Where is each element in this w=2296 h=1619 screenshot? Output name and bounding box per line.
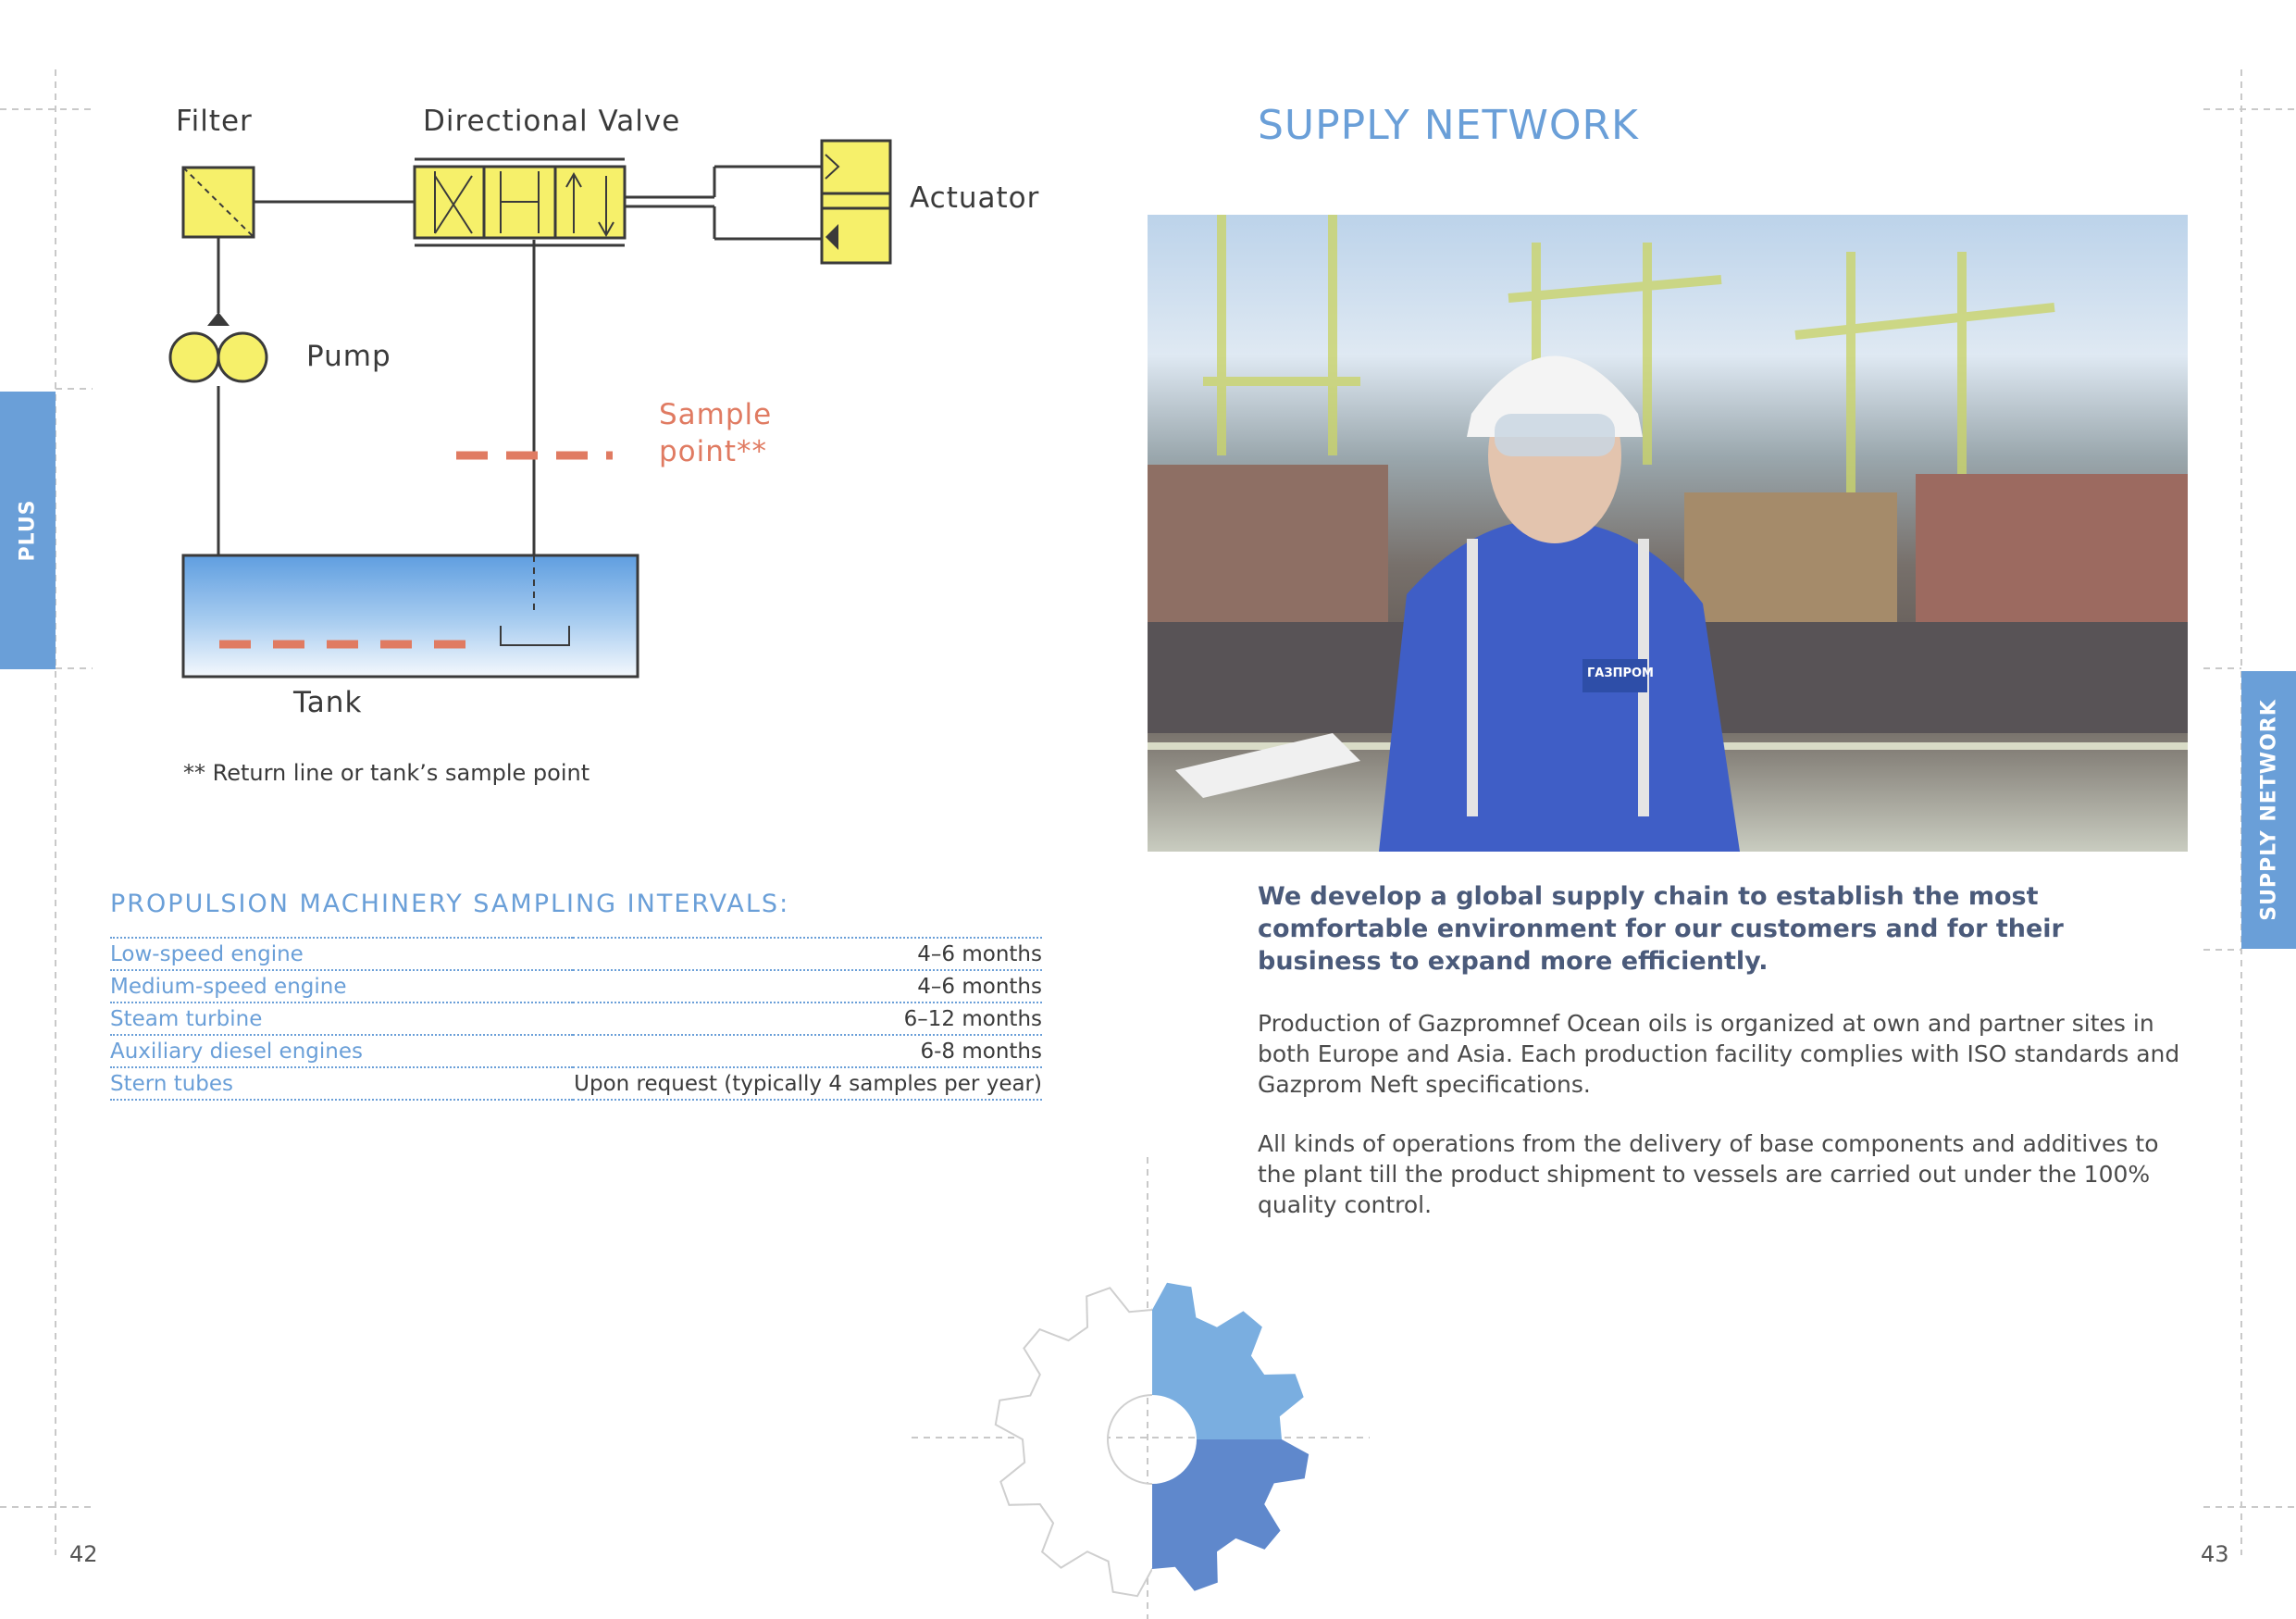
lead-paragraph: We develop a global supply chain to esta… xyxy=(1258,882,2064,976)
sampling-interval: 4–6 months xyxy=(573,937,1042,971)
gear-bottom-right-piece xyxy=(1152,1439,1309,1591)
diagram-footnote: ** Return line or tank’s sample point xyxy=(183,760,590,786)
photo-worker-at-port: ГАЗПРОМ xyxy=(1148,215,2188,852)
gear-top-right-piece xyxy=(1152,1282,1304,1439)
page-title: SUPPLY NETWORK xyxy=(1258,102,1639,149)
side-tab-supply-network: SUPPLY NETWORK xyxy=(2241,671,2296,949)
engine-type: Medium-speed engine xyxy=(110,970,573,1003)
pump-label: Pump xyxy=(306,340,391,373)
filter-label: Filter xyxy=(176,105,253,138)
sampling-interval: 4–6 months xyxy=(573,970,1042,1003)
page-number-left: 42 xyxy=(69,1541,98,1567)
sample-label-line1: Sample xyxy=(659,398,773,431)
side-tab-label: SUPPLY NETWORK xyxy=(2257,699,2280,921)
photo-illustration xyxy=(1148,215,2188,852)
sample-label-line2: point** xyxy=(659,435,768,468)
side-tab-plus: PLUS xyxy=(0,392,56,669)
sampling-heading: PROPULSION MACHINERY SAMPLING INTERVALS: xyxy=(110,890,790,918)
sample-point-label: Sample point** xyxy=(659,396,772,470)
engine-type: Low-speed engine xyxy=(110,937,573,971)
operations-paragraph: All kinds of operations from the deliver… xyxy=(1258,1130,2159,1218)
hydraulic-diagram xyxy=(168,139,892,679)
valve-label: Directional Valve xyxy=(423,105,681,138)
filter-symbol xyxy=(181,166,255,239)
sampling-interval: 6-8 months xyxy=(573,1035,1042,1068)
directional-valve-symbol xyxy=(413,157,627,247)
actuator-symbol xyxy=(820,139,892,265)
gear-left-outline xyxy=(994,1287,1152,1598)
page-number-right: 43 xyxy=(2201,1541,2229,1567)
actuator-label: Actuator xyxy=(910,181,1040,215)
sampling-interval: Upon request (typically 4 samples per ye… xyxy=(573,1067,1042,1101)
tank-symbol xyxy=(181,554,639,679)
tank-label: Tank xyxy=(293,686,363,719)
sampling-interval: 6–12 months xyxy=(573,1003,1042,1036)
production-paragraph: Production of Gazpromnef Ocean oils is o… xyxy=(1258,1010,2180,1098)
logo-badge: ГАЗПРОМ xyxy=(1587,666,1654,680)
pump-symbol xyxy=(168,312,268,383)
engine-type: Steam turbine xyxy=(110,1003,573,1036)
engine-type: Auxiliary diesel engines xyxy=(110,1035,573,1068)
engine-type: Stern tubes xyxy=(110,1067,573,1101)
gear-graphic xyxy=(994,1282,1309,1598)
